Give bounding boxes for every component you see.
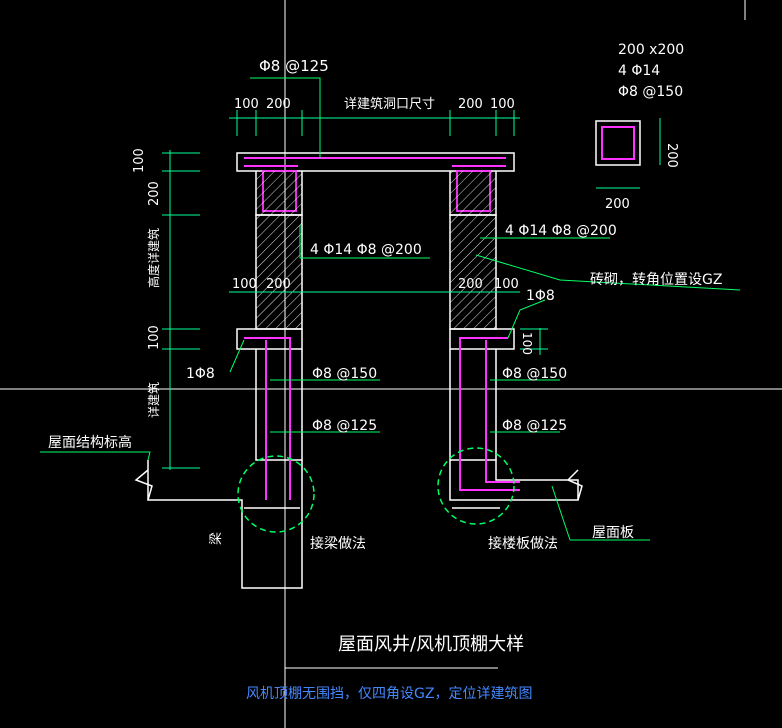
right-1phi8: 1Φ8 <box>526 288 555 304</box>
drawing-note: 风机顶棚无围挡，仅四角设GZ，定位详建筑图 <box>246 686 532 702</box>
left-stirrup: Φ8 @150 <box>312 366 377 382</box>
mid-dim-l200: 200 <box>266 277 291 292</box>
right-100: 100 <box>520 332 534 355</box>
dimension-lines <box>162 110 661 470</box>
top-rebar-label: Φ8 @125 <box>259 57 329 75</box>
right-vertical: Φ8 @125 <box>502 418 567 434</box>
column-size: 200 x200 <box>618 42 684 58</box>
column-stirrup: Φ8 @150 <box>618 84 683 100</box>
left-1phi8: 1Φ8 <box>186 366 215 382</box>
left-dim-lower: 详建筑 <box>146 382 161 418</box>
left-dim-200: 200 <box>147 181 162 206</box>
beam-label: 梁 <box>209 532 224 545</box>
column-section <box>595 120 641 166</box>
top-slab <box>236 152 515 172</box>
top-dim-200a: 200 <box>266 97 291 112</box>
top-dim-200b: 200 <box>458 97 483 112</box>
roof-level-label: 屋面结构标高 <box>48 434 132 451</box>
opening-label: 详建筑洞口尺寸 <box>344 96 435 112</box>
detail-circles <box>237 447 515 533</box>
left-dim-100b: 100 <box>147 325 162 350</box>
lower-rebar <box>244 337 520 500</box>
drawing-title: 屋面风井/风机顶棚大样 <box>338 634 524 655</box>
roof-slab-label: 屋面板 <box>592 525 634 541</box>
top-dim-100a: 100 <box>234 97 259 112</box>
mid-dim-l100: 100 <box>232 277 257 292</box>
slab-detail-label: 接楼板做法 <box>488 535 558 552</box>
column-main: 4 Φ14 <box>618 63 660 79</box>
upper-hatch <box>256 171 496 215</box>
masonry-walls <box>255 214 497 330</box>
leader-lines <box>40 77 741 541</box>
masonry-note: 砖砌，转角位置设GZ <box>590 272 722 288</box>
left-rebar: 4 Φ14 Φ8 @200 <box>310 242 422 258</box>
left-vertical: Φ8 @125 <box>312 418 377 434</box>
column-dim-w: 200 <box>605 197 630 212</box>
beam-detail-label: 接梁做法 <box>310 535 366 552</box>
left-dim-mid: 高度详建筑 <box>146 228 161 288</box>
left-dim-100a: 100 <box>132 148 147 173</box>
right-rebar: 4 Φ14 Φ8 @200 <box>505 223 617 239</box>
mid-dim-r100: 100 <box>494 277 519 292</box>
lower-walls <box>236 328 515 461</box>
right-stirrup: Φ8 @150 <box>502 366 567 382</box>
mid-dim-r200: 200 <box>458 277 483 292</box>
top-dim-100b: 100 <box>490 97 515 112</box>
roof-structure <box>134 460 583 589</box>
column-dim-h: 200 <box>664 143 679 168</box>
